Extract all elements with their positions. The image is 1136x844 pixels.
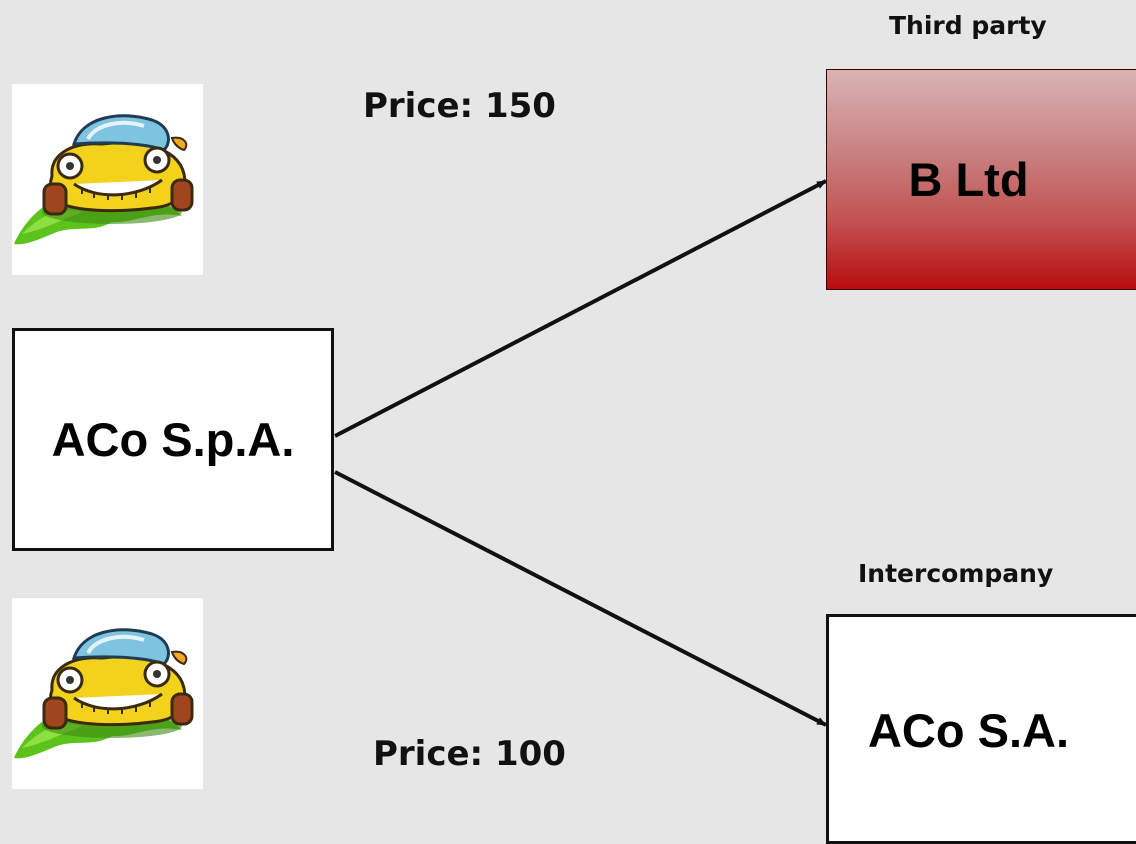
third-party-box: B Ltd — [826, 69, 1136, 290]
car-image-bottom — [12, 598, 203, 789]
price-top: Price: 150 — [363, 86, 556, 126]
seller-name: ACo S.p.A. — [51, 413, 295, 466]
third-party-label: Third party — [889, 11, 1047, 40]
car-image-top — [12, 84, 203, 275]
arrow-to-third-party — [334, 179, 827, 438]
car-icon — [14, 628, 194, 759]
intercompany-name: ACo S.A. — [867, 704, 1070, 757]
price-bottom: Price: 100 — [373, 734, 566, 774]
third-party-name: B Ltd — [908, 153, 1029, 206]
seller-box: ACo S.p.A. — [12, 328, 334, 551]
arrow-to-intercompany — [334, 470, 827, 727]
car-icon — [14, 114, 194, 245]
intercompany-label: Intercompany — [858, 559, 1054, 588]
intercompany-box: ACo S.A. — [826, 614, 1136, 844]
